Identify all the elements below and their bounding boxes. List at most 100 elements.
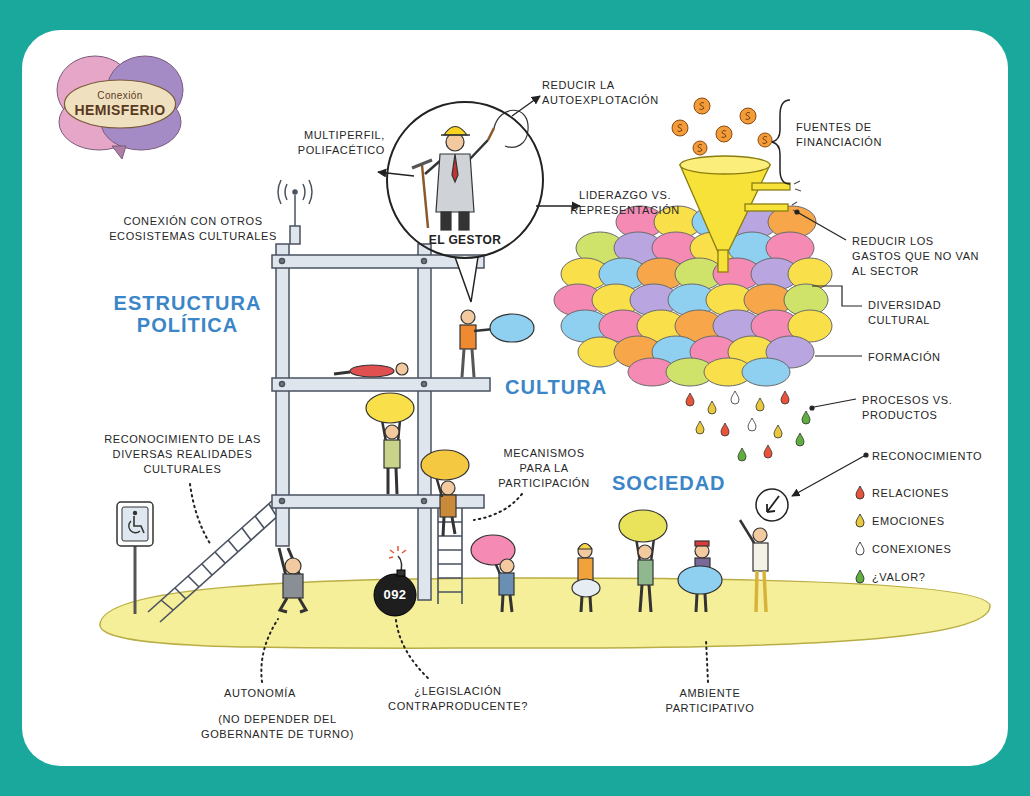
accessibility-sign — [122, 507, 148, 541]
scaffold — [422, 382, 427, 387]
manager-figure — [412, 110, 528, 230]
note-label: CONEXIÓN CON OTROS ECOSISTEMAS CULTURALE… — [98, 214, 288, 244]
coins — [722, 131, 727, 138]
crowd — [572, 579, 600, 597]
person-with-cloud — [384, 440, 400, 468]
person-orange — [460, 325, 476, 349]
crowd — [678, 566, 722, 594]
person-lying — [396, 363, 408, 375]
person-lifting — [285, 558, 301, 574]
bomb-fuse — [389, 546, 406, 558]
ladder — [438, 508, 462, 604]
note-label: ¿LEGISLACIÓN CONTRAPRODUCENTE? — [378, 684, 538, 714]
drops — [731, 391, 739, 404]
scaffold — [418, 244, 431, 600]
drops — [686, 391, 810, 461]
drop-swatch — [854, 485, 866, 501]
note-label: FUENTES DE FINANCIACIÓN — [796, 120, 911, 150]
funnel — [680, 156, 801, 272]
note-label: AUTONOMÍA — [224, 686, 324, 701]
drops — [774, 425, 782, 438]
person-orange — [462, 349, 474, 377]
person-with-cloud — [366, 393, 414, 494]
legend-text: ¿VALOR? — [872, 571, 926, 583]
note-label: MECANISMOS PARA LA PARTICIPACIÓN — [490, 446, 598, 491]
bracket — [772, 100, 790, 184]
legend-text: EMOCIONES — [872, 515, 945, 527]
note-label: REDUCIR LOS GASTOS QUE NO VAN AL SECTOR — [852, 234, 984, 279]
scaffold — [280, 259, 285, 264]
stairs — [148, 492, 282, 612]
accessibility-sign — [117, 502, 153, 614]
note-label: LIDERAZGO VS. REPRESENTACIÓN — [565, 188, 685, 218]
brain-stem — [112, 146, 126, 159]
ground — [100, 578, 990, 648]
coins — [740, 108, 756, 124]
coins — [694, 98, 710, 114]
drop-swatch-shape — [856, 486, 864, 499]
bracket — [772, 100, 790, 184]
crowd — [471, 489, 788, 612]
drops — [708, 401, 716, 414]
coins — [693, 141, 707, 155]
legend-row: RELACIONES — [854, 485, 949, 501]
person-with-cloud — [366, 393, 414, 423]
node-title: EL GESTOR — [429, 233, 502, 247]
legend-row: EMOCIONES — [854, 513, 945, 529]
funnel — [745, 204, 788, 211]
manager-figure — [441, 134, 470, 136]
bomb-cap — [397, 570, 405, 576]
drops — [796, 433, 804, 446]
note-label: AMBIENTE PARTICIPATIVO — [655, 686, 765, 716]
scaffold — [272, 378, 490, 391]
ground — [100, 578, 990, 648]
leader-lines — [815, 355, 862, 356]
coins — [672, 120, 688, 136]
logo-center — [64, 80, 175, 128]
person-lying — [334, 372, 350, 374]
drop-swatch — [854, 541, 866, 557]
person-climbing — [421, 450, 469, 480]
person-lifting — [283, 574, 303, 598]
coins — [700, 103, 705, 110]
accessibility-sign — [117, 502, 153, 546]
bomb-icon: 092 — [373, 573, 417, 617]
crowd — [756, 571, 766, 612]
scaffold — [272, 244, 490, 600]
logo-badge: ConexiónHEMISFERIO — [55, 48, 185, 160]
drops — [748, 418, 756, 431]
manager-figure — [452, 154, 458, 182]
manager-arrows — [512, 96, 540, 116]
crowd — [753, 528, 767, 542]
crowd — [767, 496, 779, 512]
person-lifting — [280, 598, 306, 612]
crowd — [753, 543, 768, 571]
crowd — [500, 559, 514, 573]
ladder — [438, 522, 462, 592]
person-climbing — [443, 517, 455, 536]
person-lifting — [279, 548, 286, 576]
person-orange — [455, 257, 534, 377]
accessibility-sign — [129, 521, 140, 533]
crowd — [695, 541, 709, 546]
scaffold — [422, 499, 427, 504]
manager-figure — [488, 128, 494, 140]
drops — [686, 393, 694, 406]
crowd — [640, 585, 651, 612]
manager-figure — [422, 165, 428, 228]
manager-arrows — [378, 172, 414, 176]
coins — [716, 126, 732, 142]
logo-title: HEMISFERIO — [74, 102, 165, 119]
note-label: PROCESOS VS. PRODUCTOS — [862, 393, 972, 423]
note-label: RECONOCIMIENTO DE LAS DIVERSAS REALIDADE… — [100, 432, 265, 477]
coins — [758, 133, 772, 147]
funnel — [752, 183, 790, 190]
coins — [746, 113, 751, 120]
crowd — [578, 544, 592, 550]
leader-lines — [864, 453, 868, 457]
person-climbing — [421, 450, 469, 536]
leader-lines — [797, 212, 846, 240]
drops — [738, 448, 746, 461]
section-heading: ESTRUCTURA POLÍTICA — [105, 292, 270, 336]
person-lifting — [279, 548, 306, 612]
